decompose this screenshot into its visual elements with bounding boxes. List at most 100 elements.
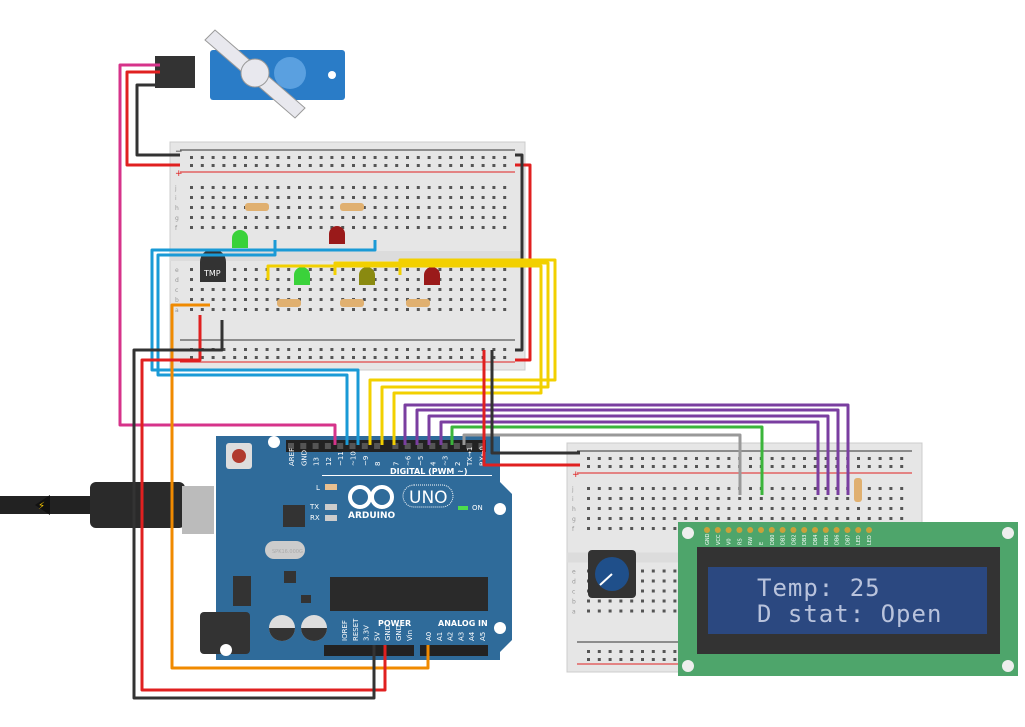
wire-blue[interactable] (156, 240, 349, 445)
wire-red[interactable] (140, 315, 387, 692)
row-letter: c (175, 287, 178, 294)
lcd-pin-label: DB0 (770, 535, 776, 545)
reset-button[interactable] (232, 449, 246, 463)
wire-gray[interactable] (462, 433, 742, 495)
lcd-pin-label: DB1 (781, 535, 787, 545)
lcd-pin-label: LED (856, 535, 862, 545)
row-letter: j (571, 486, 574, 493)
resistor[interactable] (340, 299, 364, 307)
arduino-brand: ARDUINO (348, 511, 396, 521)
potentiometer[interactable] (588, 550, 636, 598)
digital-pin-label: 7 (392, 462, 400, 466)
lcd-screen (708, 567, 987, 634)
resistor[interactable] (340, 203, 364, 211)
uno-label: UNO (409, 488, 448, 508)
digital-pin-label: TX→1 (466, 447, 474, 467)
digital-pin-label: ~5 (417, 456, 425, 466)
digital-pin-label: GND (300, 450, 308, 466)
arduino-logo (348, 485, 394, 509)
tx-label: TX (309, 503, 319, 511)
temperature-sensor[interactable]: TMP (200, 249, 226, 282)
led[interactable] (232, 230, 248, 248)
lcd-pin-label: DB3 (802, 535, 808, 545)
resistor[interactable] (245, 203, 269, 211)
crystal: SPK16.000G (272, 549, 303, 555)
rail-plus: + (572, 470, 580, 480)
wire-red[interactable] (482, 350, 580, 467)
lcd-pin-label: V0 (727, 538, 733, 545)
row-letter: d (572, 579, 576, 586)
digital-pin-label: ~6 (405, 455, 413, 466)
wire-blue[interactable] (150, 240, 377, 445)
wire-red[interactable] (125, 70, 180, 167)
digital-pin-label: ~3 (442, 456, 450, 466)
row-letter: i (175, 195, 177, 202)
row-letter: g (572, 516, 576, 523)
led[interactable] (424, 267, 440, 285)
lcd-pin-label: E (759, 542, 765, 545)
wire-purple[interactable] (427, 414, 830, 495)
analog-pin-label: A4 (468, 631, 476, 641)
row-letter: e (572, 569, 576, 576)
led-l-label: L (316, 484, 320, 492)
led[interactable] (359, 267, 375, 285)
wire-black[interactable] (490, 350, 580, 455)
wire-purple[interactable] (403, 403, 850, 495)
lcd-pin-label: LED (867, 535, 873, 545)
analog-pin-label: A3 (457, 632, 465, 641)
resistor[interactable] (406, 299, 430, 307)
row-letter: b (175, 297, 179, 304)
usb-cable[interactable]: ⚡ (0, 482, 214, 534)
resistor[interactable] (854, 478, 862, 502)
analog-pin-label: A0 (425, 632, 433, 641)
digital-pin-label: ~11 (337, 451, 345, 466)
row-letter: a (572, 609, 576, 616)
power-pin-label: RESET (352, 618, 360, 641)
digital-pin-label: 8 (374, 462, 382, 466)
row-letter: j (174, 185, 177, 192)
row-letter: d (175, 277, 179, 284)
lcd-line-2: D stat: Open (757, 600, 942, 628)
digital-pin-label: ~10 (350, 451, 358, 466)
rail-plus: + (175, 169, 183, 179)
row-letter: i (572, 496, 574, 503)
wire-green[interactable] (450, 425, 764, 495)
lcd-pin-label: RW (748, 537, 754, 545)
power-pin-label: 3.3V (363, 625, 371, 641)
lightning-icon: ⚡ (38, 501, 45, 512)
led[interactable] (294, 267, 310, 285)
digital-pin-label: AREF (288, 448, 296, 466)
servo-motor[interactable] (155, 29, 345, 119)
power-jack (200, 612, 250, 654)
wire-purple[interactable] (439, 420, 820, 495)
digital-pin-label: ~9 (362, 456, 370, 466)
resistor[interactable] (277, 299, 301, 307)
wire-black[interactable] (135, 83, 180, 157)
row-letter: f (572, 526, 575, 533)
digital-pin-label: 2 (454, 462, 462, 466)
lcd-line-1: Temp: 25 (757, 574, 881, 602)
digital-pin-label: 4 (429, 461, 437, 466)
wire-black[interactable] (515, 153, 524, 352)
row-letter: b (572, 599, 576, 606)
digital-label: DIGITAL (PWM ~) (390, 467, 468, 476)
wire-purple[interactable] (415, 408, 840, 495)
power-pin-label: IOREF (341, 620, 349, 641)
wire-orange[interactable] (170, 303, 430, 670)
wire-pink[interactable] (118, 63, 337, 445)
digital-pin-label: 12 (325, 457, 333, 466)
row-letter: h (572, 506, 576, 513)
wire-black[interactable] (132, 320, 376, 700)
power-label: POWER (378, 619, 411, 628)
lcd-pin-label: DB6 (835, 535, 841, 545)
led[interactable] (329, 226, 345, 244)
microcontroller-chip (330, 577, 488, 611)
lcd-pin-label: DB2 (791, 535, 797, 545)
wire-yellow[interactable] (266, 264, 543, 445)
power-pin-label: Vin (406, 630, 414, 641)
lcd-pin-label: RS (737, 538, 743, 545)
row-letter: e (175, 267, 179, 274)
